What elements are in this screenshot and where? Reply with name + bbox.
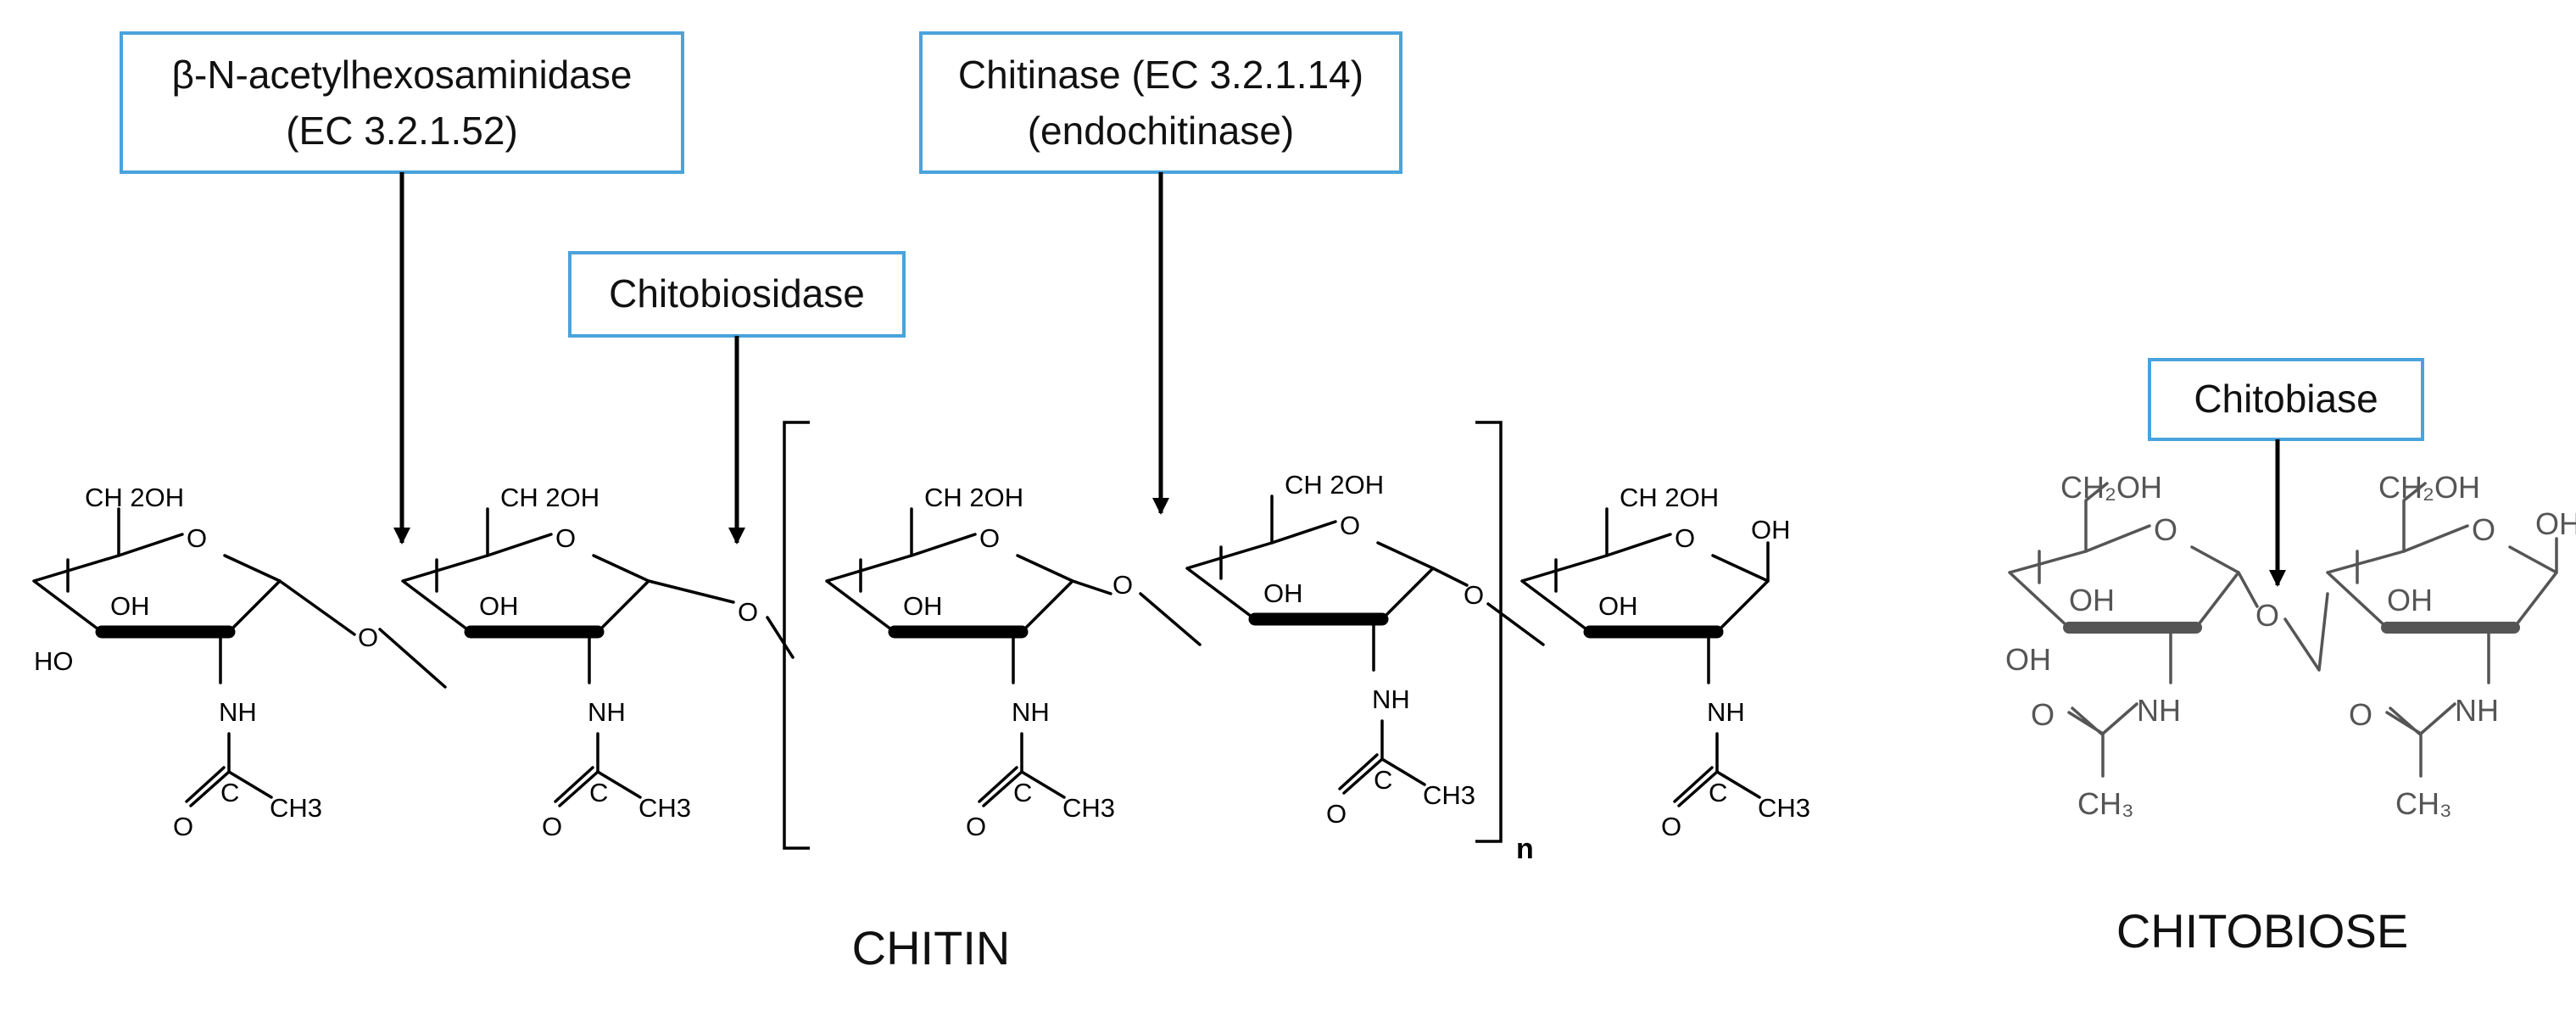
atom-oh: OH	[110, 591, 150, 621]
chitobiosidase-name: Chitobiosidase	[609, 271, 865, 316]
glycosidic-o-4: O	[1464, 580, 1484, 610]
atom-carbonyl-o: O	[542, 812, 562, 841]
atom-oh: OH	[2387, 583, 2433, 617]
atom-oh-c4: OH	[2005, 642, 2051, 677]
chitobiose-structure: CH₂OH O OH OH NH O CH₃ O CH₂OH O OH OH N…	[2005, 470, 2576, 821]
atom-oh: OH	[1598, 591, 1638, 621]
atom-oh: OH	[479, 591, 519, 621]
atom-oh: OH	[1263, 578, 1303, 608]
atom-nh: NH	[1707, 697, 1745, 727]
chitin-ring-3: CH 2OH O OH NH C O CH3	[827, 483, 1115, 841]
repeat-bracket-left	[783, 421, 810, 850]
chitobiase-name: Chitobiase	[2194, 377, 2378, 421]
atom-ch2oh: CH 2OH	[85, 483, 184, 512]
atom-carbonyl-o: O	[1661, 812, 1681, 841]
chitin-ring-5: CH 2OH O OH OH NH C O CH3	[1522, 483, 1810, 841]
chitin-ring-1: CH 2OH O OH HO NH C O CH3	[34, 483, 322, 841]
atom-ch3: CH₃	[2077, 786, 2134, 821]
atom-carbonyl-o: O	[2349, 697, 2372, 732]
atom-nh: NH	[1372, 684, 1410, 714]
glycosidic-o-1: O	[358, 623, 378, 652]
atom-ch2oh: CH 2OH	[1620, 483, 1719, 512]
atom-ch2oh: CH₂OH	[2378, 470, 2480, 505]
chitin-label: CHITIN	[852, 921, 1011, 975]
glycosidic-o-3: O	[1112, 570, 1133, 600]
enzyme-box-chitinase: Chitinase (EC 3.2.1.14) (endochitinase)	[919, 31, 1402, 174]
chitobiose-glycosidic-o: O	[2255, 598, 2279, 633]
atom-anomeric-oh: OH	[2535, 506, 2576, 541]
glycosidic-o-2: O	[738, 597, 758, 627]
glycosidic-bond-2	[647, 579, 795, 659]
enzyme-box-chitobiosidase: Chitobiosidase	[568, 251, 906, 338]
atom-ring-o: O	[1675, 523, 1695, 553]
repeat-bracket-right	[1475, 421, 1503, 843]
chitinase-name: Chitinase (EC 3.2.1.14)	[958, 53, 1363, 97]
chitobiose-label: CHITOBIOSE	[2116, 904, 2408, 958]
chitobiose-ring-1: CH₂OH O OH OH NH O CH₃	[2005, 470, 2239, 821]
chitin-ring-2: CH 2OH O OH NH C O CH3	[403, 483, 691, 841]
atom-c: C	[1709, 778, 1727, 807]
glycosidic-bond-1	[278, 579, 447, 689]
chitobiose-glycosidic-bond	[2237, 571, 2329, 672]
atom-ring-o: O	[2472, 512, 2495, 547]
chitobiose-ring-2: CH₂OH O OH OH NH O CH₃	[2328, 470, 2576, 821]
atom-ring-o: O	[187, 523, 207, 553]
atom-ch3: CH3	[638, 793, 691, 823]
glycosidic-bond-3	[1071, 579, 1202, 646]
atom-nh: NH	[1012, 697, 1050, 727]
atom-oh: OH	[2069, 583, 2115, 617]
atom-carbonyl-o: O	[2031, 697, 2055, 732]
atom-carbonyl-o: O	[173, 812, 193, 841]
chitin-structure: CH 2OH O OH HO NH C O CH3 O CH 2OH O OH …	[34, 421, 1810, 865]
atom-c: C	[1013, 778, 1032, 807]
atom-ch2oh: CH₂OH	[2060, 470, 2162, 505]
atom-nh: NH	[219, 697, 257, 727]
atom-carbonyl-o: O	[1326, 799, 1347, 829]
chitinase-type: (endochitinase)	[1028, 109, 1295, 153]
enzyme-box-chitobiase: Chitobiase	[2148, 358, 2424, 441]
atom-c: C	[220, 778, 239, 807]
atom-ch3: CH3	[1062, 793, 1115, 823]
hexosaminidase-name: β-N-acetylhexosaminidase	[172, 53, 633, 97]
hexosaminidase-ec: (EC 3.2.1.52)	[286, 109, 518, 153]
atom-ch2oh: CH 2OH	[924, 483, 1023, 512]
atom-nh: NH	[2137, 693, 2181, 728]
atom-carbonyl-o: O	[966, 812, 986, 841]
repeat-subscript-n: n	[1516, 833, 1534, 865]
atom-ch3: CH3	[1423, 780, 1475, 810]
atom-anomeric-oh: OH	[1751, 515, 1791, 545]
glycosidic-bond-4	[1431, 567, 1545, 646]
atom-ring-o: O	[979, 523, 1000, 553]
enzyme-box-hexosaminidase: β-N-acetylhexosaminidase (EC 3.2.1.52)	[120, 31, 684, 174]
atom-ch2oh: CH 2OH	[1285, 470, 1384, 500]
atom-ch3: CH3	[1758, 793, 1810, 823]
chitin-ring-4: CH 2OH O OH NH C O CH3	[1187, 470, 1475, 829]
atom-ho: HO	[34, 646, 74, 676]
atom-ch3: CH₃	[2395, 786, 2452, 821]
atom-nh: NH	[2455, 693, 2499, 728]
atom-ch2oh: CH 2OH	[500, 483, 599, 512]
atom-c: C	[1374, 765, 1392, 795]
atom-ring-o: O	[555, 523, 576, 553]
atom-c: C	[589, 778, 608, 807]
atom-ring-o: O	[2154, 512, 2177, 547]
atom-ring-o: O	[1340, 511, 1360, 540]
atom-nh: NH	[588, 697, 626, 727]
atom-ch3: CH3	[270, 793, 322, 823]
atom-oh: OH	[903, 591, 943, 621]
